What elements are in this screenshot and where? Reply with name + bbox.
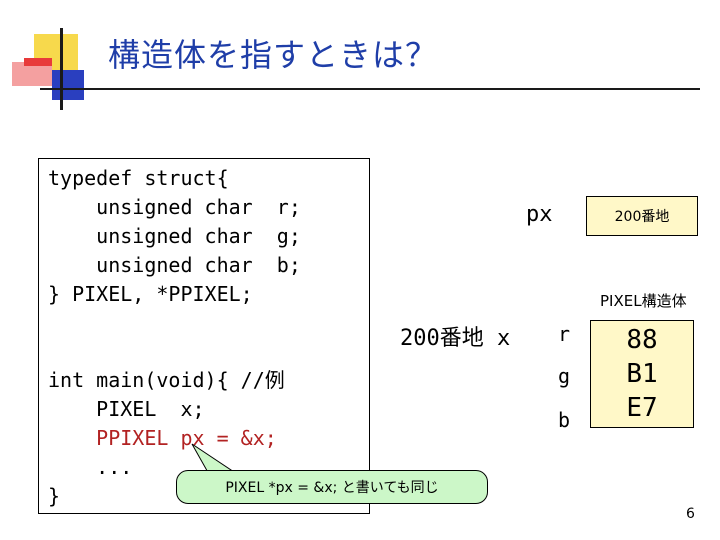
code-line-highlight: PPIXEL px = &x; <box>48 426 277 450</box>
struct-address-label: 200番地 x <box>400 326 511 351</box>
code-line: } <box>48 484 61 508</box>
member-value-r: 88 <box>626 325 658 355</box>
pointer-name-label: px <box>526 202 553 227</box>
member-label-r: r <box>558 322 571 346</box>
code-line: typedef struct{ <box>48 166 229 190</box>
page-number: 6 <box>686 506 695 522</box>
code-line: unsigned char g; <box>48 224 301 248</box>
code-line: unsigned char r; <box>48 195 301 219</box>
logo-pink-square <box>12 62 52 86</box>
code-line: } PIXEL, *PPIXEL; <box>48 282 253 306</box>
pointer-value-box: 200番地 <box>586 196 698 236</box>
slide-title: 構造体を指すときは？ <box>108 36 439 74</box>
code-line: unsigned char b; <box>48 253 301 277</box>
code-box <box>38 158 370 514</box>
struct-caption: PIXEL構造体 <box>600 292 687 310</box>
callout-bubble: PIXEL *px = &x; と書いても同じ <box>176 470 488 504</box>
logo-blue-square <box>52 70 84 100</box>
code-line: PIXEL x; <box>48 397 205 421</box>
code-line: ... <box>48 455 133 479</box>
member-label-b: b <box>558 408 571 432</box>
member-label-g: g <box>558 364 571 388</box>
logo-red-bar <box>24 58 52 66</box>
member-value-g: B1 <box>626 359 658 389</box>
member-value-b: E7 <box>626 393 658 423</box>
title-underline <box>40 88 700 90</box>
logo-vertical-line <box>60 28 63 110</box>
code-line: int main(void){ //例 <box>48 368 285 392</box>
struct-value-box: 88 B1 E7 <box>590 320 694 428</box>
